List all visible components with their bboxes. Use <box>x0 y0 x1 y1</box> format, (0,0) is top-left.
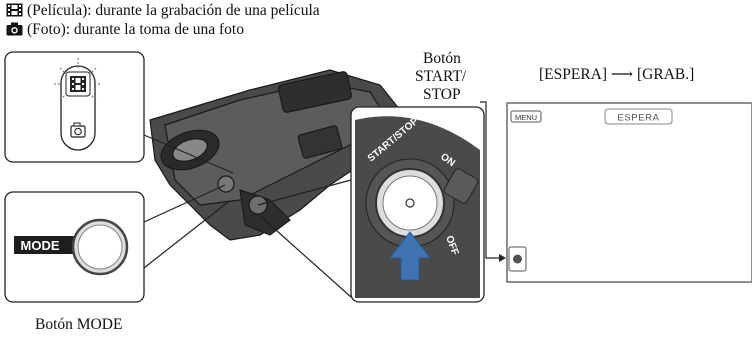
camcorder-illustration <box>149 69 401 241</box>
start-stop-button-label-line3: STOP <box>423 86 461 103</box>
menu-button: MENU <box>515 113 537 122</box>
mode-switch-panel <box>4 51 145 163</box>
lcd-screen <box>506 102 752 283</box>
movie-legend-text: (Película): durante la grabación de una … <box>27 2 320 19</box>
camera-icon <box>6 22 23 36</box>
start-stop-button-label-line2: START/ <box>415 68 467 85</box>
mode-button-label: Botón MODE <box>35 316 123 333</box>
movie-legend-row: (Película): durante la grabación de una … <box>6 2 320 20</box>
photo-legend-row: (Foto): durante la toma de una foto <box>6 21 244 39</box>
start-stop-button-label-line1: Botón <box>423 50 461 67</box>
status-badge: ESPERA <box>617 113 659 124</box>
mode-button-panel <box>4 191 145 303</box>
mode-key-label: MODE <box>21 238 60 253</box>
photo-legend-text: (Foto): durante la toma de una foto <box>27 21 244 38</box>
state-transition-label: [ESPERA] ⟶ [GRAB.] <box>539 66 695 83</box>
film-strip-icon <box>6 3 23 17</box>
start-stop-panel <box>350 106 485 303</box>
